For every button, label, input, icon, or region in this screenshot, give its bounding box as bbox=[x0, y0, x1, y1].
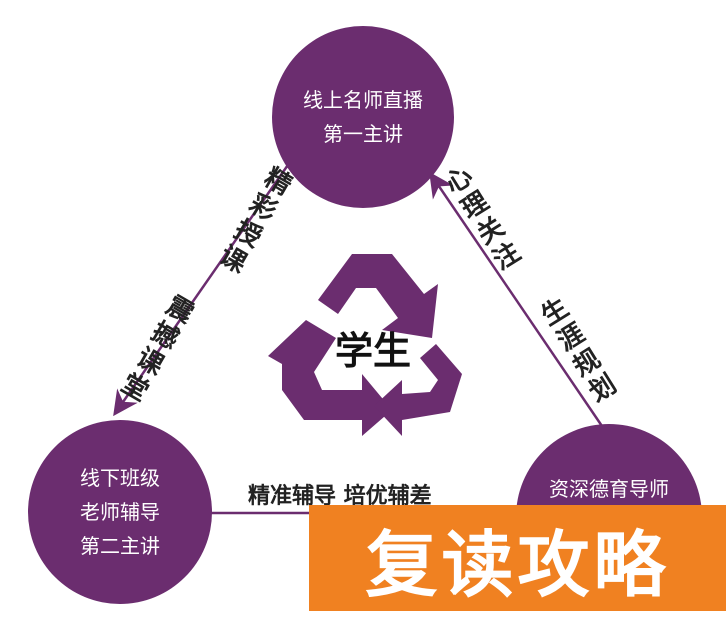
node-online-teacher-line2: 第一主讲 bbox=[323, 122, 403, 146]
center-label: 学生 bbox=[334, 329, 411, 373]
right-edge-arrow bbox=[429, 171, 608, 433]
left-edge-arrow bbox=[113, 161, 292, 417]
node-online-teacher: 线上名师直播 第一主讲 bbox=[272, 26, 454, 208]
recycle-icon bbox=[268, 254, 462, 436]
node-online-teacher-line1: 线上名师直播 bbox=[303, 88, 423, 112]
edge-label-bottom: 精准辅导 培优辅差 bbox=[248, 484, 432, 509]
title-banner-text: 复读攻略 bbox=[365, 522, 670, 607]
title-banner: 复读攻略 bbox=[309, 505, 726, 611]
node-offline-teacher-line2: 老师辅导 bbox=[80, 500, 160, 524]
node-offline-teacher: 线下班级 老师辅导 第二主讲 bbox=[28, 420, 212, 604]
node-offline-teacher-line1: 线下班级 bbox=[80, 466, 160, 490]
node-moral-mentor-line1: 资深德育导师 bbox=[549, 477, 669, 501]
node-offline-teacher-line3: 第二主讲 bbox=[80, 534, 160, 558]
